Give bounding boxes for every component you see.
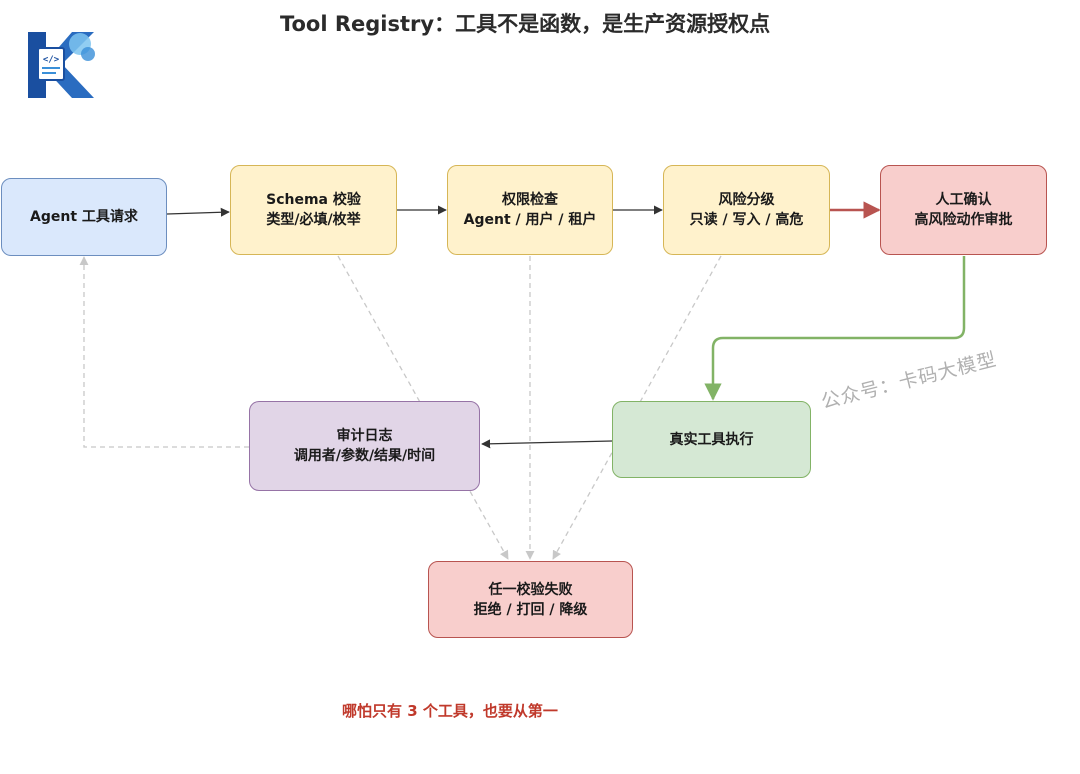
node-human-approval-detail: 高风险动作审批 bbox=[914, 212, 1013, 228]
node-schema-check-detail: 类型/必填/枚举 bbox=[266, 212, 361, 228]
node-agent-request-label: Agent 工具请求 bbox=[30, 209, 138, 225]
edge-audit-to-request bbox=[79, 256, 249, 448]
node-validation-failed-title: 任一校验失败 bbox=[488, 581, 573, 598]
node-human-approval-title: 人工确认 bbox=[935, 192, 992, 208]
node-real-execution: 真实工具执行 bbox=[612, 401, 811, 478]
node-validation-failed: 任一校验失败 拒绝 / 打回 / 降级 bbox=[428, 561, 633, 638]
node-real-execution-label: 真实工具执行 bbox=[669, 431, 754, 448]
node-risk-grading-detail: 只读 / 写入 / 高危 bbox=[689, 212, 804, 228]
node-risk-grading: 风险分级 只读 / 写入 / 高危 bbox=[663, 165, 830, 255]
node-permission-check: 权限检查 Agent / 用户 / 租户 bbox=[447, 165, 613, 255]
diagram-title: Tool Registry：工具不是函数，是生产资源授权点 bbox=[279, 12, 771, 36]
node-human-approval: 人工确认 高风险动作审批 bbox=[880, 165, 1047, 255]
node-agent-request: Agent 工具请求 bbox=[1, 178, 167, 256]
node-audit-log-title: 审计日志 bbox=[336, 428, 393, 444]
node-schema-check-title: Schema 校验 bbox=[266, 192, 361, 208]
footer-note: 哪怕只有 3 个工具，也要从第一 bbox=[342, 702, 558, 720]
footer-fade-overlay bbox=[560, 692, 670, 726]
edge-exec-to-audit bbox=[481, 439, 613, 449]
edge-human-to-exec bbox=[704, 256, 966, 401]
code-brain-k-logo: </> bbox=[28, 32, 95, 98]
edge-request-to-schema bbox=[166, 207, 230, 217]
svg-text:</>: </> bbox=[43, 55, 60, 65]
node-audit-log-detail: 调用者/参数/结果/时间 bbox=[293, 448, 436, 464]
node-schema-check: Schema 校验 类型/必填/枚举 bbox=[230, 165, 397, 255]
node-validation-failed-detail: 拒绝 / 打回 / 降级 bbox=[473, 601, 588, 618]
node-permission-check-detail: Agent / 用户 / 租户 bbox=[463, 212, 597, 228]
node-risk-grading-title: 风险分级 bbox=[718, 192, 775, 208]
node-permission-check-title: 权限检查 bbox=[502, 192, 558, 208]
node-audit-log: 审计日志 调用者/参数/结果/时间 bbox=[249, 401, 480, 491]
